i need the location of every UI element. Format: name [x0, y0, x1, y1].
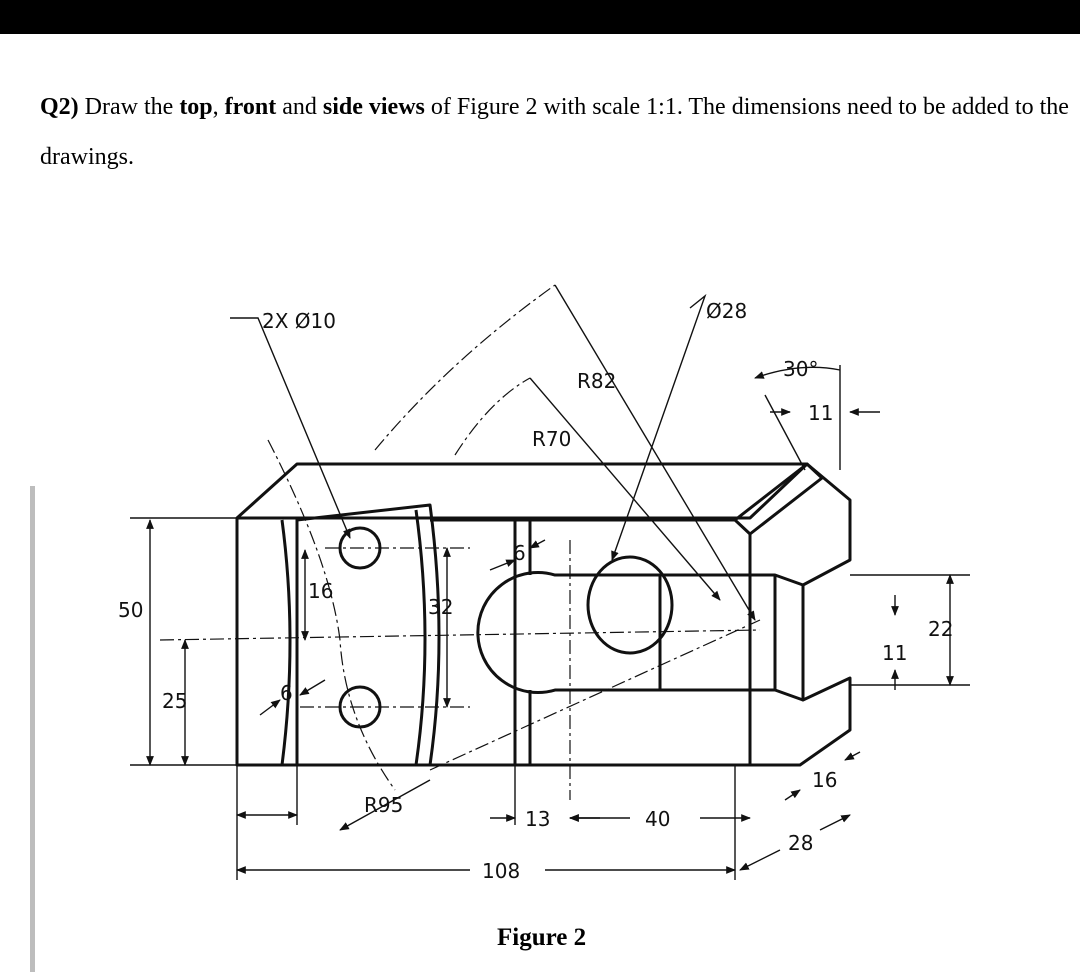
body-front: [430, 518, 517, 765]
label-bore: Ø28: [706, 299, 747, 323]
angle-30-ray: [764, 394, 806, 471]
object-outline: [235, 462, 852, 767]
label-50: 50: [118, 598, 143, 622]
dim-16-bottom-b: [844, 751, 861, 761]
label-angle: 30°: [783, 357, 818, 381]
dim-16-bottom-a: [784, 789, 801, 801]
question-bold-side-views: side views: [322, 94, 425, 120]
label-11-right: 11: [882, 641, 907, 665]
label-6-slot: 6: [513, 541, 526, 565]
left-gray-bar: [30, 486, 35, 972]
question-text-2: ,: [212, 94, 225, 120]
notch-lower: [515, 690, 532, 767]
dim-28-b: [819, 814, 851, 831]
right-block-top: [733, 462, 824, 536]
dim-6-slot-leader: [489, 559, 516, 571]
dimension-labels: 2X Ø10 Ø28 R82 R70 30° 11 6 16 32 50 25 …: [118, 299, 953, 883]
dim-6-left-leader2: [299, 679, 326, 696]
flange-curve-outer: [414, 509, 427, 766]
question-number: Q2): [40, 94, 79, 120]
bolt-circle-arc: [267, 439, 396, 791]
notch-upper: [515, 518, 532, 575]
leader-holes: [230, 317, 351, 539]
label-holes: 2X Ø10: [262, 309, 336, 333]
dimension-lines: [130, 284, 970, 880]
figure-caption: Figure 2: [497, 924, 587, 951]
slot-lower: [660, 688, 804, 702]
label-13: 13: [525, 807, 550, 831]
dim-6-slot-leader2: [529, 539, 546, 549]
angle-30-arc: [754, 366, 841, 379]
label-22: 22: [928, 617, 953, 641]
hole-group: [338, 526, 382, 729]
label-6-left: 6: [280, 681, 293, 705]
question-bold-front: front: [224, 94, 277, 120]
label-40: 40: [645, 807, 670, 831]
label-r82: R82: [577, 369, 616, 393]
label-r70: R70: [532, 427, 571, 451]
label-32: 32: [428, 595, 453, 619]
question-bold-top: top: [179, 94, 213, 120]
question-text-3: and: [276, 94, 323, 120]
dim-28-a: [739, 849, 781, 871]
flange-curve-inner: [280, 519, 292, 766]
dim-6-left-leader: [259, 699, 281, 716]
label-28: 28: [788, 831, 813, 855]
label-16-bottom: 16: [812, 768, 837, 792]
top-black-band: [0, 0, 1080, 34]
leader-r82: [554, 284, 756, 621]
bore-circle: [586, 555, 674, 655]
question-text: Q2) Draw the top, front and side views o…: [40, 82, 1070, 182]
question-text-1: Draw the: [78, 94, 180, 120]
question-text-4: of Figure 2 with scale 1:1. The dimensio…: [40, 94, 1069, 170]
label-16: 16: [308, 579, 333, 603]
leader-r95: [339, 779, 431, 831]
keyhole-cut: [476, 571, 662, 694]
label-25: 25: [162, 689, 187, 713]
leader-bore: [611, 293, 707, 561]
arc-r70: [454, 377, 531, 456]
label-108: 108: [482, 859, 520, 883]
label-r95: R95: [364, 793, 403, 817]
isometric-axis: [429, 619, 761, 771]
label-11-top: 11: [808, 401, 833, 425]
arc-r82: [374, 284, 556, 451]
horizontal-center-line: [159, 629, 761, 641]
leader-r70: [529, 377, 721, 601]
flange-outline: [296, 503, 441, 767]
left-block-front: [235, 518, 299, 767]
center-lines: [159, 284, 761, 800]
